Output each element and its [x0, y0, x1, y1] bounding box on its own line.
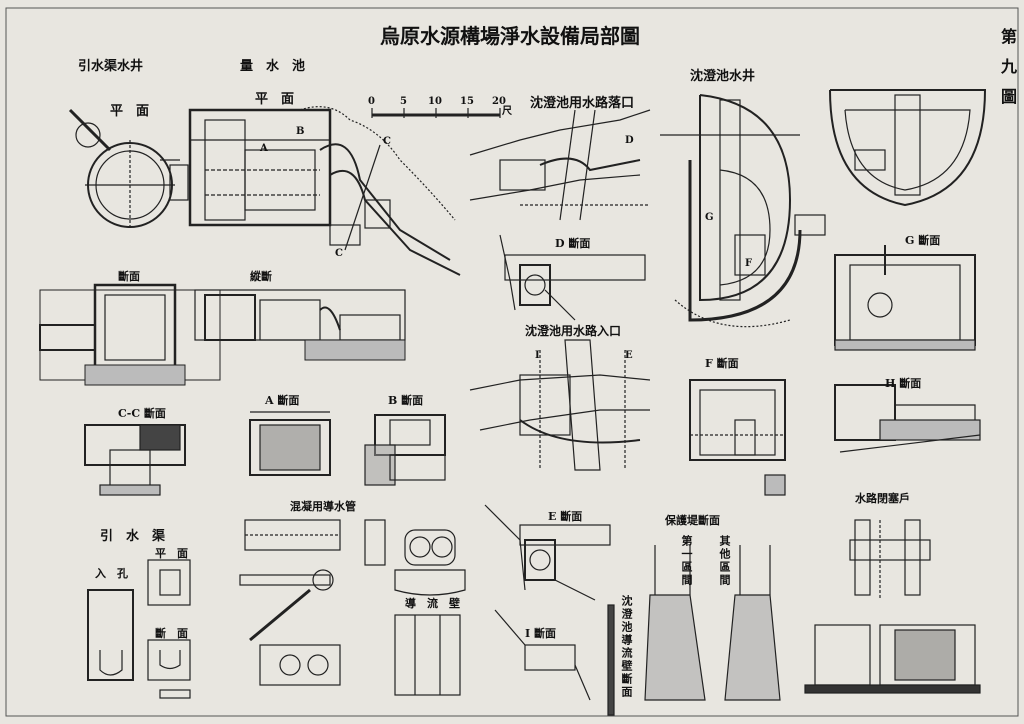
scale-tick-20: 20: [492, 96, 506, 107]
label-section-d: D 斷面: [555, 237, 591, 250]
plate-number: 第九圖: [998, 28, 1017, 118]
scale-tick-0: 0: [368, 96, 375, 107]
marker-f: F: [745, 258, 753, 269]
label-section-i: I 斷面: [525, 627, 556, 640]
marker-d: D: [625, 135, 634, 146]
marker-g: G: [705, 212, 714, 223]
label-longitudinal-section: 縱斷: [250, 270, 272, 283]
label-measuring-basin-plan: 平 面: [255, 92, 295, 107]
label-section: 斷面: [118, 270, 140, 283]
label-sedimentation-guide-wall: 沈澄池導流壁斷面: [620, 595, 633, 699]
label-inlet-hole: 入 孔: [95, 567, 128, 580]
label-sedimentation-inlet: 沈澄池用水路入口: [525, 324, 622, 338]
label-intake-well-plan: 平 面: [110, 104, 150, 119]
label-guide-wall: 導 流 壁: [405, 597, 460, 610]
scale-tick-5: 5: [400, 96, 407, 107]
label-measuring-basin: 量 水 池: [240, 59, 306, 74]
label-sedimentation-drop: 沈澄池用水路落口: [530, 96, 635, 111]
marker-i: I: [535, 350, 540, 361]
label-intake-well: 引水渠水井: [78, 59, 144, 74]
label-concrete-pipe: 混凝用導水管: [290, 500, 356, 513]
label-intake-channel: 引 水 渠: [100, 529, 166, 544]
label-section-g: G 斷面: [905, 234, 941, 247]
label-section-b: B 斷面: [388, 394, 424, 407]
scale-unit: 尺: [502, 106, 512, 117]
label-sedimentation-well: 沈澄池水井: [690, 69, 756, 84]
label-section-cc: C-C 斷面: [118, 407, 166, 420]
marker-e: E: [625, 350, 633, 361]
label-section-a: A 斷面: [265, 394, 300, 407]
page-title: 烏原水源構場淨水設備局部圖: [380, 24, 640, 48]
marker-c-top: C: [383, 136, 391, 147]
label-section-e: E 斷面: [548, 510, 583, 523]
label-protection-bank: 保護堤斷面: [665, 514, 720, 527]
marker-a: A: [260, 143, 268, 154]
scale-tick-10: 10: [428, 96, 442, 107]
label-section-small: 斷 面: [155, 627, 188, 640]
label-plan-small: 平 面: [155, 547, 188, 560]
marker-b: B: [296, 126, 305, 137]
label-section-h: H 斷面: [885, 377, 922, 390]
label-section-f: F 斷面: [705, 357, 739, 370]
label-other-interval: 其他區間: [718, 535, 731, 587]
marker-c-bottom: C: [335, 248, 343, 259]
label-sluice-gate: 水路閉塞戶: [855, 492, 910, 505]
label-first-interval: 第一區間: [680, 535, 693, 587]
scale-tick-15: 15: [460, 96, 474, 107]
